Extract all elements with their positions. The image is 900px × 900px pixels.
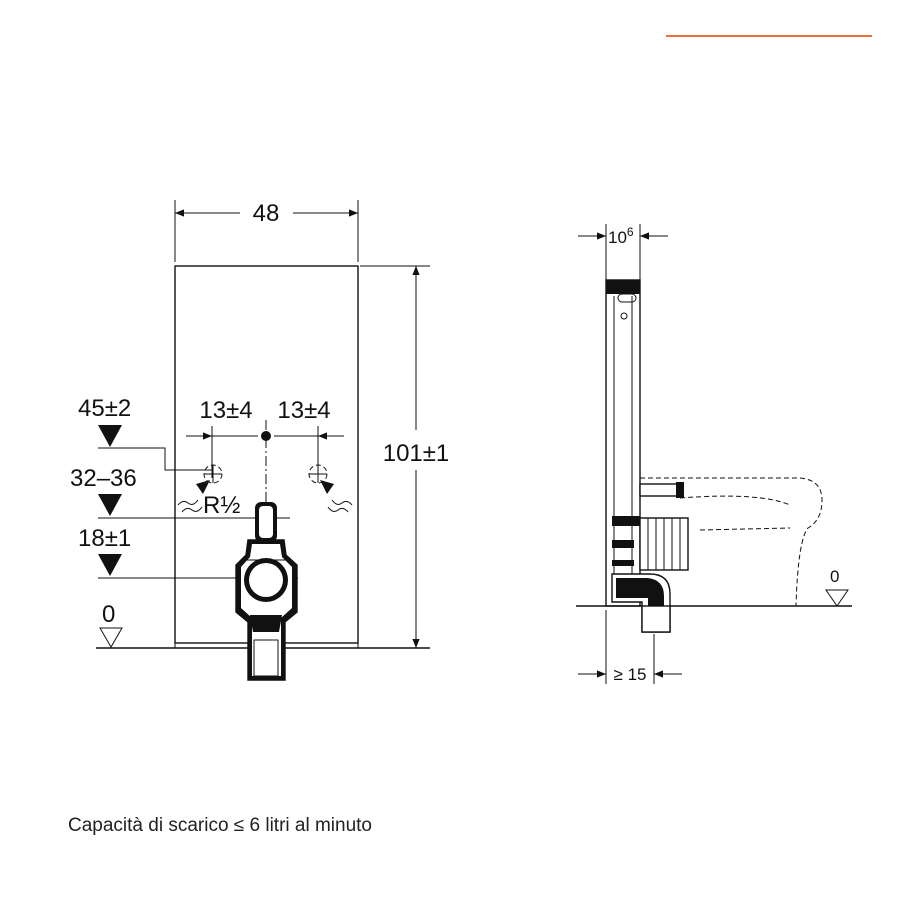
accent-rule (666, 35, 872, 37)
width-label: 48 (253, 200, 280, 227)
drain-fitting (235, 502, 298, 681)
toilet-bowl-outline (640, 477, 823, 607)
level-45-label: 45±2 (78, 395, 131, 422)
offset-right-label: 13±4 (277, 397, 330, 424)
min-gap-label: ≥ 15 (614, 665, 647, 684)
level-0-front-marker-icon (99, 627, 123, 648)
supply-connector (639, 483, 679, 497)
level-18-label: 18±1 (78, 525, 131, 552)
level-45-marker-icon (98, 425, 122, 447)
front-view: 48 101±1 13±4 13±4 (70, 200, 450, 681)
height-label: 101±1 (383, 440, 450, 467)
centre-point (261, 431, 271, 441)
side-view: 106 (576, 224, 852, 684)
level-0-front-label: 0 (102, 601, 115, 628)
water-connection-left-icon (203, 464, 223, 484)
water-connection-right-icon (308, 464, 328, 484)
level-0-side-label: 0 (830, 567, 839, 586)
drain-elbow (611, 573, 671, 633)
caption: Capacità di scarico ≤ 6 litri al minuto (68, 815, 372, 836)
side-module-outline (605, 279, 641, 607)
thread-label: R½ (203, 492, 240, 519)
level-32-label: 32–36 (70, 465, 137, 492)
level-18-marker-icon (98, 554, 122, 576)
level-0-side-marker-icon (825, 589, 849, 607)
supply-arrow-right-icon (320, 480, 353, 513)
flush-coupling (612, 516, 689, 571)
supply-arrow-left-icon (177, 480, 210, 513)
depth-label: 106 (608, 225, 634, 247)
offset-left-label: 13±4 (199, 397, 252, 424)
level-32-marker-icon (98, 494, 122, 516)
